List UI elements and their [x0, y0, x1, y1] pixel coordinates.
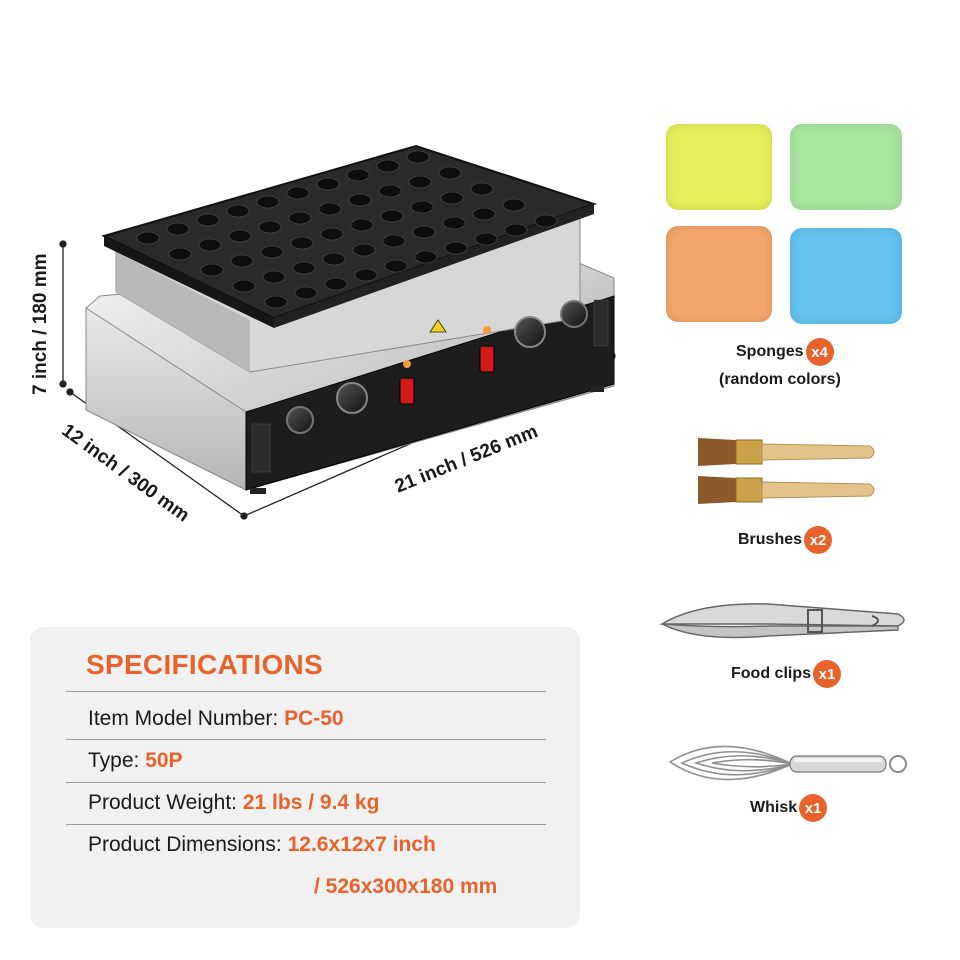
food-clips-image	[659, 603, 905, 639]
quantity-badge: x1	[813, 660, 841, 688]
spec-row-weight: Product Weight: 21 lbs / 9.4 kg	[88, 791, 379, 815]
spec-label: Product Weight:	[88, 791, 243, 814]
product-illustration	[59, 144, 616, 520]
timer-knob-right	[560, 300, 588, 328]
sponge-green	[790, 124, 902, 210]
spec-label: Item Model Number:	[88, 707, 285, 730]
spec-value: 21 lbs / 9.4 kg	[242, 791, 380, 814]
temp-knob-left	[336, 382, 368, 414]
accessory-note: (random colors)	[719, 371, 841, 388]
spec-row-type: Type: 50P	[88, 749, 183, 773]
sponges-note: (random colors)	[719, 371, 841, 389]
waffle-maker-top	[101, 144, 598, 373]
brush-2	[698, 476, 875, 504]
spec-label: Product Dimensions:	[88, 833, 288, 856]
accessory-name: Brushes	[738, 531, 803, 548]
spec-label: Type:	[88, 749, 146, 772]
accessory-name: Whisk	[750, 799, 798, 816]
timer-knob-left	[286, 406, 314, 434]
control-panel	[251, 299, 609, 473]
brush-1	[698, 438, 875, 466]
power-switch-right	[479, 345, 495, 373]
spec-value: PC-50	[284, 707, 344, 730]
spec-row-dimensions: Product Dimensions: 12.6x12x7 inch	[88, 833, 436, 857]
spec-row-model: Item Model Number: PC-50	[88, 707, 344, 731]
spec-value: 12.6x12x7 inch	[287, 833, 436, 856]
sponge-yellow	[666, 124, 772, 210]
divider	[66, 691, 546, 692]
accessory-name: Sponges	[736, 343, 804, 360]
quantity-badge: x4	[805, 338, 834, 366]
sponge-blue	[790, 228, 902, 324]
divider	[66, 739, 546, 740]
spec-row-dimensions-metric: / 526x300x180 mm	[314, 875, 497, 899]
height-dimension-label: 7 inch / 180 mm	[30, 253, 51, 395]
sponge-orange	[666, 226, 772, 322]
quantity-badge: x1	[799, 794, 828, 822]
divider	[66, 782, 546, 783]
divider	[66, 824, 546, 825]
whisk-image	[668, 745, 907, 781]
accessory-name: Food clips	[731, 665, 811, 682]
specifications-card: SPECIFICATIONS Item Model Number: PC-50 …	[30, 627, 580, 928]
sponges-image	[662, 120, 910, 330]
spec-value: / 526x300x180 mm	[314, 875, 498, 898]
temp-knob-right	[514, 316, 546, 348]
power-switch-left	[399, 377, 415, 405]
quantity-badge: x2	[804, 526, 833, 554]
brushes-image	[698, 438, 875, 504]
plate-cavities	[136, 150, 558, 309]
spec-value: 50P	[145, 749, 183, 772]
specifications-title: SPECIFICATIONS	[86, 649, 324, 680]
